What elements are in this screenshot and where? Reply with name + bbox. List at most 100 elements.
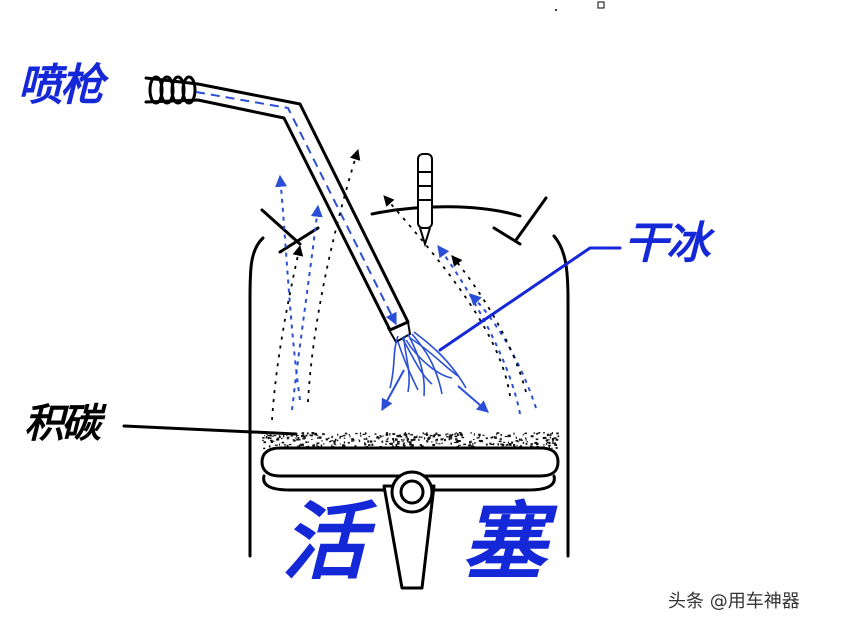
- carbon-speck: [316, 442, 318, 445]
- cylinder-left-wall: [248, 236, 265, 558]
- carbon-speck: [299, 443, 303, 445]
- carbon-speck: [296, 435, 298, 437]
- carbon-speck: [385, 432, 389, 435]
- carbon-speck: [419, 444, 422, 446]
- carbon-speck: [310, 434, 313, 437]
- carbon-speck: [511, 441, 514, 444]
- carbon-speck: [416, 435, 418, 438]
- carbon-speck: [408, 432, 410, 435]
- carbon-speck: [423, 437, 426, 440]
- carbon-speck: [438, 434, 441, 437]
- carbon-speck: [329, 441, 332, 443]
- carbon-speck: [513, 432, 515, 435]
- carbon-speck: [412, 438, 416, 441]
- carbon-speck: [413, 436, 417, 439]
- carbon-speck: [339, 436, 341, 439]
- carbon-speck: [454, 433, 456, 435]
- carbon-speck: [267, 437, 270, 440]
- dry-ice-leader: [438, 246, 622, 352]
- carbon-speck: [355, 432, 358, 435]
- carbon-speck: [411, 444, 414, 446]
- spray-gun: [144, 75, 411, 343]
- carbon-speck: [418, 436, 421, 438]
- carbon-speck: [306, 432, 309, 435]
- carbon-speck: [351, 438, 354, 441]
- carbon-speck: [470, 432, 472, 434]
- carbon-speck: [399, 434, 401, 436]
- carbon-speck: [553, 442, 556, 445]
- carbon-speck: [548, 441, 551, 444]
- carbon-speck: [351, 440, 354, 442]
- carbon-speck: [515, 436, 517, 439]
- carbon-speck: [530, 443, 534, 445]
- carbon-speck: [385, 440, 387, 442]
- carbon-speck: [485, 443, 488, 446]
- carbon-speck: [340, 435, 343, 437]
- carbon-speck: [407, 438, 409, 441]
- carbon-speck: [262, 439, 264, 441]
- carbon-speck: [522, 441, 525, 444]
- carbon-speck: [309, 434, 311, 436]
- watermark: 头条 @用车神器: [668, 591, 800, 612]
- carbon-speck: [317, 442, 319, 445]
- carbon-speck: [331, 437, 333, 439]
- carbon-speck: [501, 443, 505, 447]
- carbon-speck: [392, 438, 395, 441]
- carbon-speck: [401, 440, 404, 442]
- carbon-speck: [316, 444, 318, 447]
- carbon-speck: [381, 435, 384, 437]
- carbon-speck: [344, 432, 348, 435]
- carbon-speck: [536, 432, 539, 435]
- carbon-speck: [429, 434, 433, 437]
- carbon-speck: [520, 439, 523, 441]
- carbon-speck: [389, 433, 391, 436]
- carbon-speck: [354, 445, 357, 447]
- carbon-speck: [403, 433, 407, 436]
- carbon-speck: [301, 432, 305, 435]
- carbon-speck: [399, 436, 403, 438]
- carbon-speck: [492, 436, 494, 438]
- carbon-speck: [448, 437, 451, 441]
- carbon-speck: [480, 439, 483, 443]
- piston-label-char2: 塞: [462, 493, 547, 591]
- carbon-speck: [455, 441, 459, 443]
- carbon-speck: [449, 435, 452, 438]
- left-valve-stem: [278, 226, 320, 254]
- carbon-speck: [374, 433, 377, 435]
- carbon-speck: [400, 439, 403, 441]
- carbon-speck: [452, 433, 454, 436]
- carbon-speck: [454, 435, 458, 438]
- carbon-speck: [397, 440, 400, 443]
- black-upflow: [271, 148, 527, 421]
- carbon-speck: [286, 436, 290, 439]
- carbon-speck: [272, 440, 275, 442]
- carbon-speck: [420, 445, 423, 448]
- carbon-speck: [509, 443, 512, 445]
- carbon-speck: [493, 436, 495, 439]
- carbon-speck: [367, 440, 370, 443]
- carbon-speck: [482, 434, 485, 436]
- carbon-speck: [557, 435, 560, 438]
- carbon-speck: [522, 434, 524, 436]
- carbon-speck: [281, 441, 285, 444]
- carbon-speck: [299, 444, 302, 447]
- carbon-speck: [295, 437, 297, 439]
- carbon-speck: [499, 438, 501, 440]
- carbon-speck: [339, 443, 341, 445]
- carbon-speck: [446, 436, 449, 438]
- carbon-speck: [366, 437, 368, 440]
- carbon-speck: [450, 436, 453, 439]
- carbon-speck: [288, 443, 292, 446]
- carbon-speck: [278, 436, 281, 438]
- carbon-speck: [554, 443, 558, 446]
- carbon-speck: [410, 439, 414, 442]
- carbon-speck: [489, 443, 492, 445]
- carbon-speck: [343, 441, 346, 444]
- carbon-speck: [317, 436, 319, 439]
- carbon-speck: [435, 439, 437, 442]
- carbon-speck: [525, 432, 527, 435]
- right-valve-stem: [514, 196, 548, 242]
- carbon-speck: [477, 436, 480, 439]
- carbon-speck: [347, 441, 350, 444]
- carbon-speck: [395, 445, 398, 447]
